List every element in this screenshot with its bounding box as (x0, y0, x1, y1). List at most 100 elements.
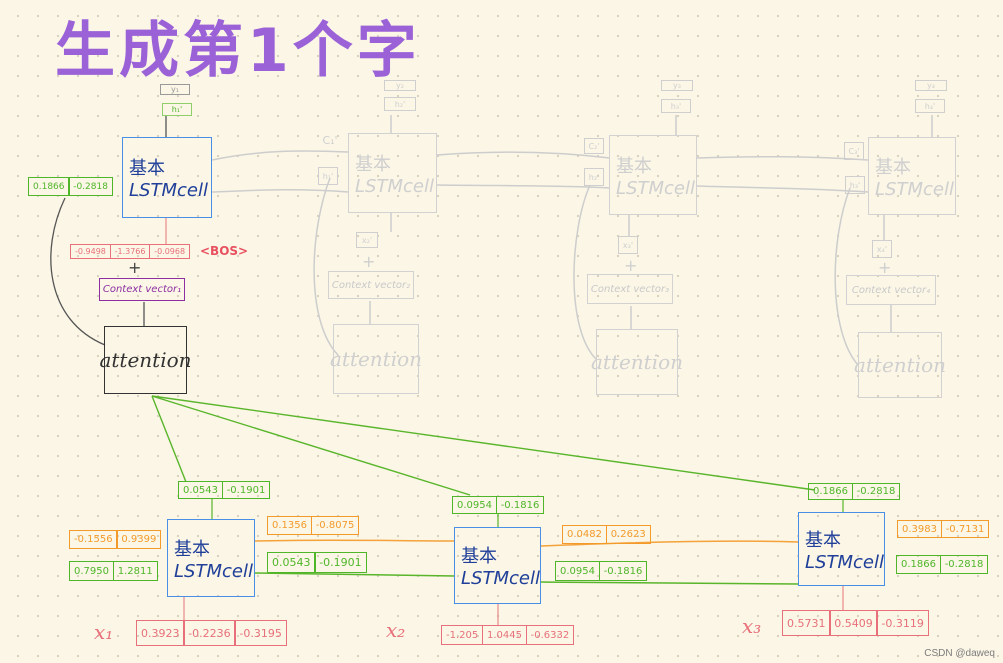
encoder-input-1: 0.3923 -0.2236 -0.3195 (136, 620, 287, 646)
bos-value-1: -0.9498 (70, 244, 111, 259)
value: -0.2818 (851, 483, 901, 500)
cell-state-c2: C₂' (584, 138, 604, 154)
value: 0.1866 (808, 483, 853, 500)
decoder-lstm-cell-4: 基本 LSTMcell (868, 137, 956, 215)
output-y4: y₄ (915, 80, 947, 91)
value: -0.6332 (525, 625, 575, 645)
value: 0.9399 (116, 530, 162, 549)
lstm-label-bottom: LSTMcell (461, 568, 540, 589)
encoder-hidden-2: 0.0954 -0.1816 (452, 496, 545, 514)
bos-embedding: -0.9498 -1.3766 -0.0968 (70, 244, 191, 259)
attention-box-3: attention (591, 329, 683, 395)
attention-box-1: attention (99, 326, 192, 394)
encoder-cell-state-2: 0.0482 0.2623 (562, 525, 651, 544)
hidden-h4: h₄' (915, 99, 945, 113)
input-x2: x₂' (356, 232, 378, 248)
plus-sign: + (128, 258, 142, 277)
lstm-label-bottom: LSTMcell (355, 175, 434, 197)
lstm-label-top: 基本 (616, 155, 652, 177)
output-y2: y₂ (384, 80, 416, 91)
cell-state-c1: C₁' (322, 133, 338, 147)
lstm-label-bottom: LSTMcell (875, 178, 954, 200)
attention-box-4: attention (854, 332, 946, 398)
value: -0.3119 (876, 610, 929, 636)
page-title: 生成第1个字 (55, 16, 421, 86)
lstm-label-top: 基本 (875, 156, 911, 178)
input-label-x1: x₁ (94, 620, 114, 644)
encoder-cell-state-1: 0.1356 -0.8075 (267, 516, 360, 535)
lstm-label-bottom: LSTMcell (616, 177, 695, 199)
lstm-label-bottom: LSTMcell (129, 180, 208, 201)
value: 0.0543 (267, 552, 316, 573)
context-vector-3: Context vector₃ (587, 274, 673, 304)
side-hidden-h2: h₂' (584, 168, 604, 186)
value: -0.2236 (183, 620, 236, 646)
watermark: CSDN @daweq (924, 648, 995, 659)
value: 0.3983 (897, 520, 942, 538)
value: 0.0482 (562, 525, 607, 544)
decoder-lstm-cell-2: 基本 LSTMcell (348, 133, 437, 213)
decoder-lstm-cell-3: 基本 LSTMcell (609, 135, 697, 215)
encoder-hidden-state-2: 0.0954 -0.1816 (555, 561, 648, 581)
value: -0.8075 (310, 516, 360, 535)
input-label-x2: x₂ (386, 618, 406, 642)
value: 0.0954 (452, 496, 497, 514)
input-x3: x₃' (618, 236, 638, 254)
side-hidden-h3: h₃' (845, 176, 865, 194)
encoder-hidden-3: 0.1866 -0.2818 (808, 483, 901, 500)
encoder-hidden-state-1: 0.0543 -0.1901 (267, 552, 367, 573)
side-hidden-h1: h₁' (318, 167, 338, 185)
value: -0.1816 (598, 561, 648, 581)
value: -0.2818 (939, 555, 989, 574)
encoder-cell-state-3: 0.3983 -0.7131 (897, 520, 990, 538)
input-x4: x₄' (872, 240, 892, 258)
value: 0.0543 (178, 481, 223, 499)
value: 0.2623 (605, 525, 651, 544)
value: -0.1556 (69, 530, 118, 549)
encoder-lstm-cell-3: 基本 LSTMcell (798, 512, 885, 586)
cell-state-c3: C₃' (844, 142, 864, 160)
value: 1.2811 (112, 561, 158, 581)
lstm-label-top: 基本 (129, 158, 165, 179)
output-y1: y₁ (160, 84, 190, 95)
plus-sign: + (878, 258, 892, 277)
value: 0.7950 (69, 561, 114, 581)
value: 0.5409 (829, 610, 878, 636)
lstm-label-top: 基本 (461, 546, 497, 567)
encoder-lstm-cell-2: 基本 LSTMcell (454, 527, 541, 604)
value: -0.3195 (234, 620, 287, 646)
lstm-label-top: 基本 (174, 538, 210, 560)
decoder-lstm-cell-1: 基本 LSTMcell (122, 137, 212, 218)
decoder-state-vector: 0.1866 -0.2818 (28, 177, 113, 196)
output-y3: y₃ (661, 80, 693, 91)
lstm-label-bottom: LSTMcell (174, 560, 253, 582)
encoder-input-2: -1.205 1.0445 -0.6332 (441, 625, 575, 645)
value: 0.3923 (136, 620, 185, 646)
value: 0.0954 (555, 561, 600, 581)
value: 0.1866 (896, 555, 941, 574)
encoder-initial-hidden-state: 0.7950 1.2811 (69, 561, 158, 581)
hidden-h1: h₁' (162, 103, 192, 116)
encoder-lstm-cell-1: 基本 LSTMcell (167, 519, 255, 597)
bos-value-2: -1.3766 (109, 244, 151, 259)
plus-sign: + (624, 256, 638, 275)
encoder-hidden-state-3: 0.1866 -0.2818 (896, 555, 989, 574)
value: -0.1901 (314, 552, 367, 573)
value: 0.1356 (267, 516, 312, 535)
lstm-label-bottom: LSTMcell (805, 551, 884, 573)
value: 1.0445 (481, 625, 527, 645)
state-value-2: -0.2818 (68, 177, 113, 196)
value: -1.205 (441, 625, 484, 645)
attention-box-2: attention (330, 324, 422, 394)
context-vector-1: Context vector₁ (99, 278, 185, 301)
value: 0.5731 (782, 610, 831, 636)
bos-value-3: -0.0968 (149, 244, 191, 259)
state-value-1: 0.1866 (28, 177, 70, 196)
encoder-initial-cell-state: -0.1556 0.9399 (69, 530, 162, 549)
context-vector-4: Context vector₄ (846, 275, 936, 305)
plus-sign: + (362, 252, 376, 271)
value: -0.1816 (495, 496, 545, 514)
value: -0.7131 (940, 520, 990, 538)
lstm-label-top: 基本 (805, 529, 841, 551)
